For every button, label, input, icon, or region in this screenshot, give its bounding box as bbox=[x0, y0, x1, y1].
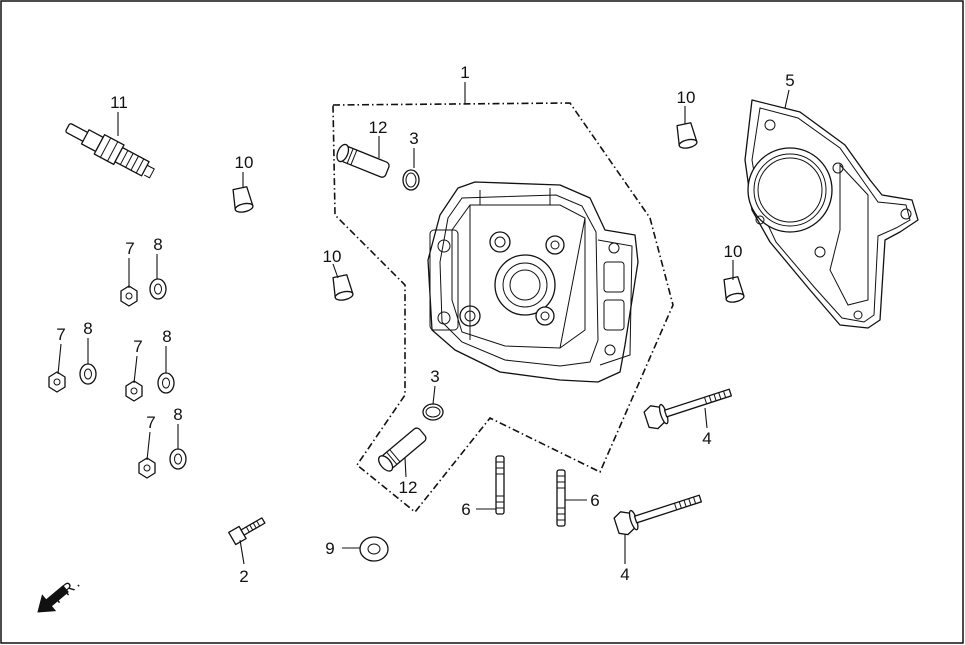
callout-4-upper: 4 bbox=[702, 429, 711, 448]
callout-6-left: 6 bbox=[461, 500, 470, 519]
callout-4-lower: 4 bbox=[620, 565, 629, 584]
callout-7-a: 7 bbox=[125, 239, 134, 258]
assembly-outline-1 bbox=[332, 102, 674, 514]
valve-guide-lower bbox=[378, 427, 427, 472]
stud-a bbox=[495, 455, 505, 515]
washer-b bbox=[79, 363, 97, 385]
nut-b bbox=[48, 371, 66, 393]
front-direction-indicator: FR. bbox=[37, 574, 85, 613]
washer-d bbox=[169, 448, 187, 470]
head-gasket bbox=[744, 99, 919, 329]
callout-3-lower: 3 bbox=[430, 367, 439, 386]
dowel-pin-b bbox=[332, 274, 354, 301]
nut-d bbox=[138, 457, 156, 479]
washer-a bbox=[149, 278, 167, 300]
callout-5: 5 bbox=[785, 71, 794, 90]
nut-c bbox=[125, 380, 143, 402]
callout-6-right: 6 bbox=[590, 491, 599, 510]
front-arrow-icon bbox=[37, 585, 69, 613]
washer-c bbox=[157, 372, 175, 394]
dowel-pin-c bbox=[676, 122, 698, 149]
long-bolt-upper bbox=[643, 388, 733, 430]
dowel-pin-a bbox=[232, 186, 254, 213]
callout-1: 1 bbox=[460, 63, 469, 82]
nut-a bbox=[120, 285, 138, 307]
long-bolt-lower bbox=[613, 494, 703, 536]
cylinder-head bbox=[427, 181, 639, 383]
callout-11: 11 bbox=[110, 93, 128, 112]
sealing-washer bbox=[359, 536, 389, 562]
valve-guide-upper bbox=[336, 143, 390, 178]
callout-labels: 1 2 3 3 4 4 5 6 6 7 7 7 7 8 8 8 8 9 10 1… bbox=[56, 63, 794, 586]
callout-10-a: 10 bbox=[235, 153, 254, 172]
callout-8-c: 8 bbox=[162, 327, 171, 346]
spark-plug bbox=[65, 123, 155, 179]
callout-12-lower: 12 bbox=[399, 478, 418, 497]
bolt-small bbox=[228, 517, 266, 546]
callout-8-d: 8 bbox=[173, 405, 182, 424]
stud-b bbox=[556, 469, 566, 527]
leader-lines bbox=[57, 82, 790, 565]
callout-9: 9 bbox=[325, 539, 334, 558]
callout-7-b: 7 bbox=[56, 325, 65, 344]
callout-8-b: 8 bbox=[83, 319, 92, 338]
callout-12-upper: 12 bbox=[369, 118, 388, 137]
callout-8-a: 8 bbox=[153, 235, 162, 254]
callout-10-b: 10 bbox=[323, 247, 342, 266]
callout-2: 2 bbox=[239, 567, 248, 586]
callout-3-upper: 3 bbox=[409, 129, 418, 148]
callout-10-d: 10 bbox=[724, 242, 743, 261]
callout-7-c: 7 bbox=[133, 337, 142, 356]
callout-10-c: 10 bbox=[677, 88, 696, 107]
callout-7-d: 7 bbox=[146, 413, 155, 432]
dowel-pin-d bbox=[723, 276, 745, 303]
